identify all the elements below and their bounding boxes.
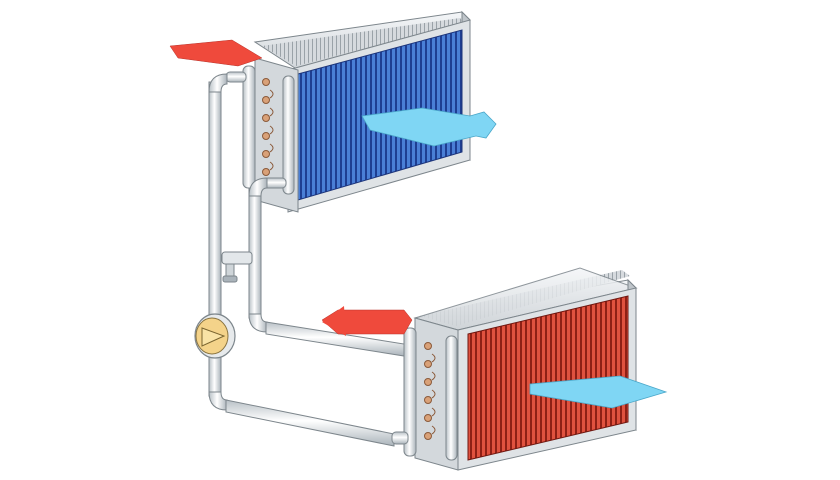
upper-coil-return-bends	[262, 78, 274, 176]
warm-air-out-arrowhead	[322, 306, 346, 336]
lower-coil-header-right	[445, 335, 458, 461]
pump-direction-triangle	[201, 327, 226, 347]
cool-air-in-arrow	[529, 375, 668, 409]
valve-body	[221, 251, 253, 265]
upper-coil-header-right	[282, 75, 295, 195]
pipe-left-vertical	[208, 81, 222, 323]
upper-coil-header-left	[242, 65, 256, 189]
lower-coil	[403, 267, 638, 471]
airflow-arrows	[169, 39, 668, 409]
pipe-bottom-run	[225, 399, 395, 447]
cool-air-out-arrow	[361, 107, 497, 147]
piping-loop	[208, 71, 409, 447]
circulation-pump	[194, 313, 236, 359]
pipe-middle-run	[265, 321, 405, 357]
pipe-left-elbow-top	[208, 73, 228, 93]
lower-coil-fin-face	[467, 295, 629, 461]
pipe-left-elbow-bottom	[208, 391, 228, 411]
warm-air-in-arrow	[169, 39, 263, 67]
pipe-middle-elbow-top	[248, 177, 268, 197]
lower-coil-header-left	[403, 327, 417, 457]
lower-coil-return-bends	[424, 342, 436, 440]
upper-coil-top-fins	[262, 18, 464, 66]
pipe-upper-stub	[225, 71, 247, 83]
pipe-bottom-stub	[391, 431, 409, 445]
pipe-middle-elbow-bottom	[248, 313, 268, 333]
valve-cap	[222, 275, 238, 283]
